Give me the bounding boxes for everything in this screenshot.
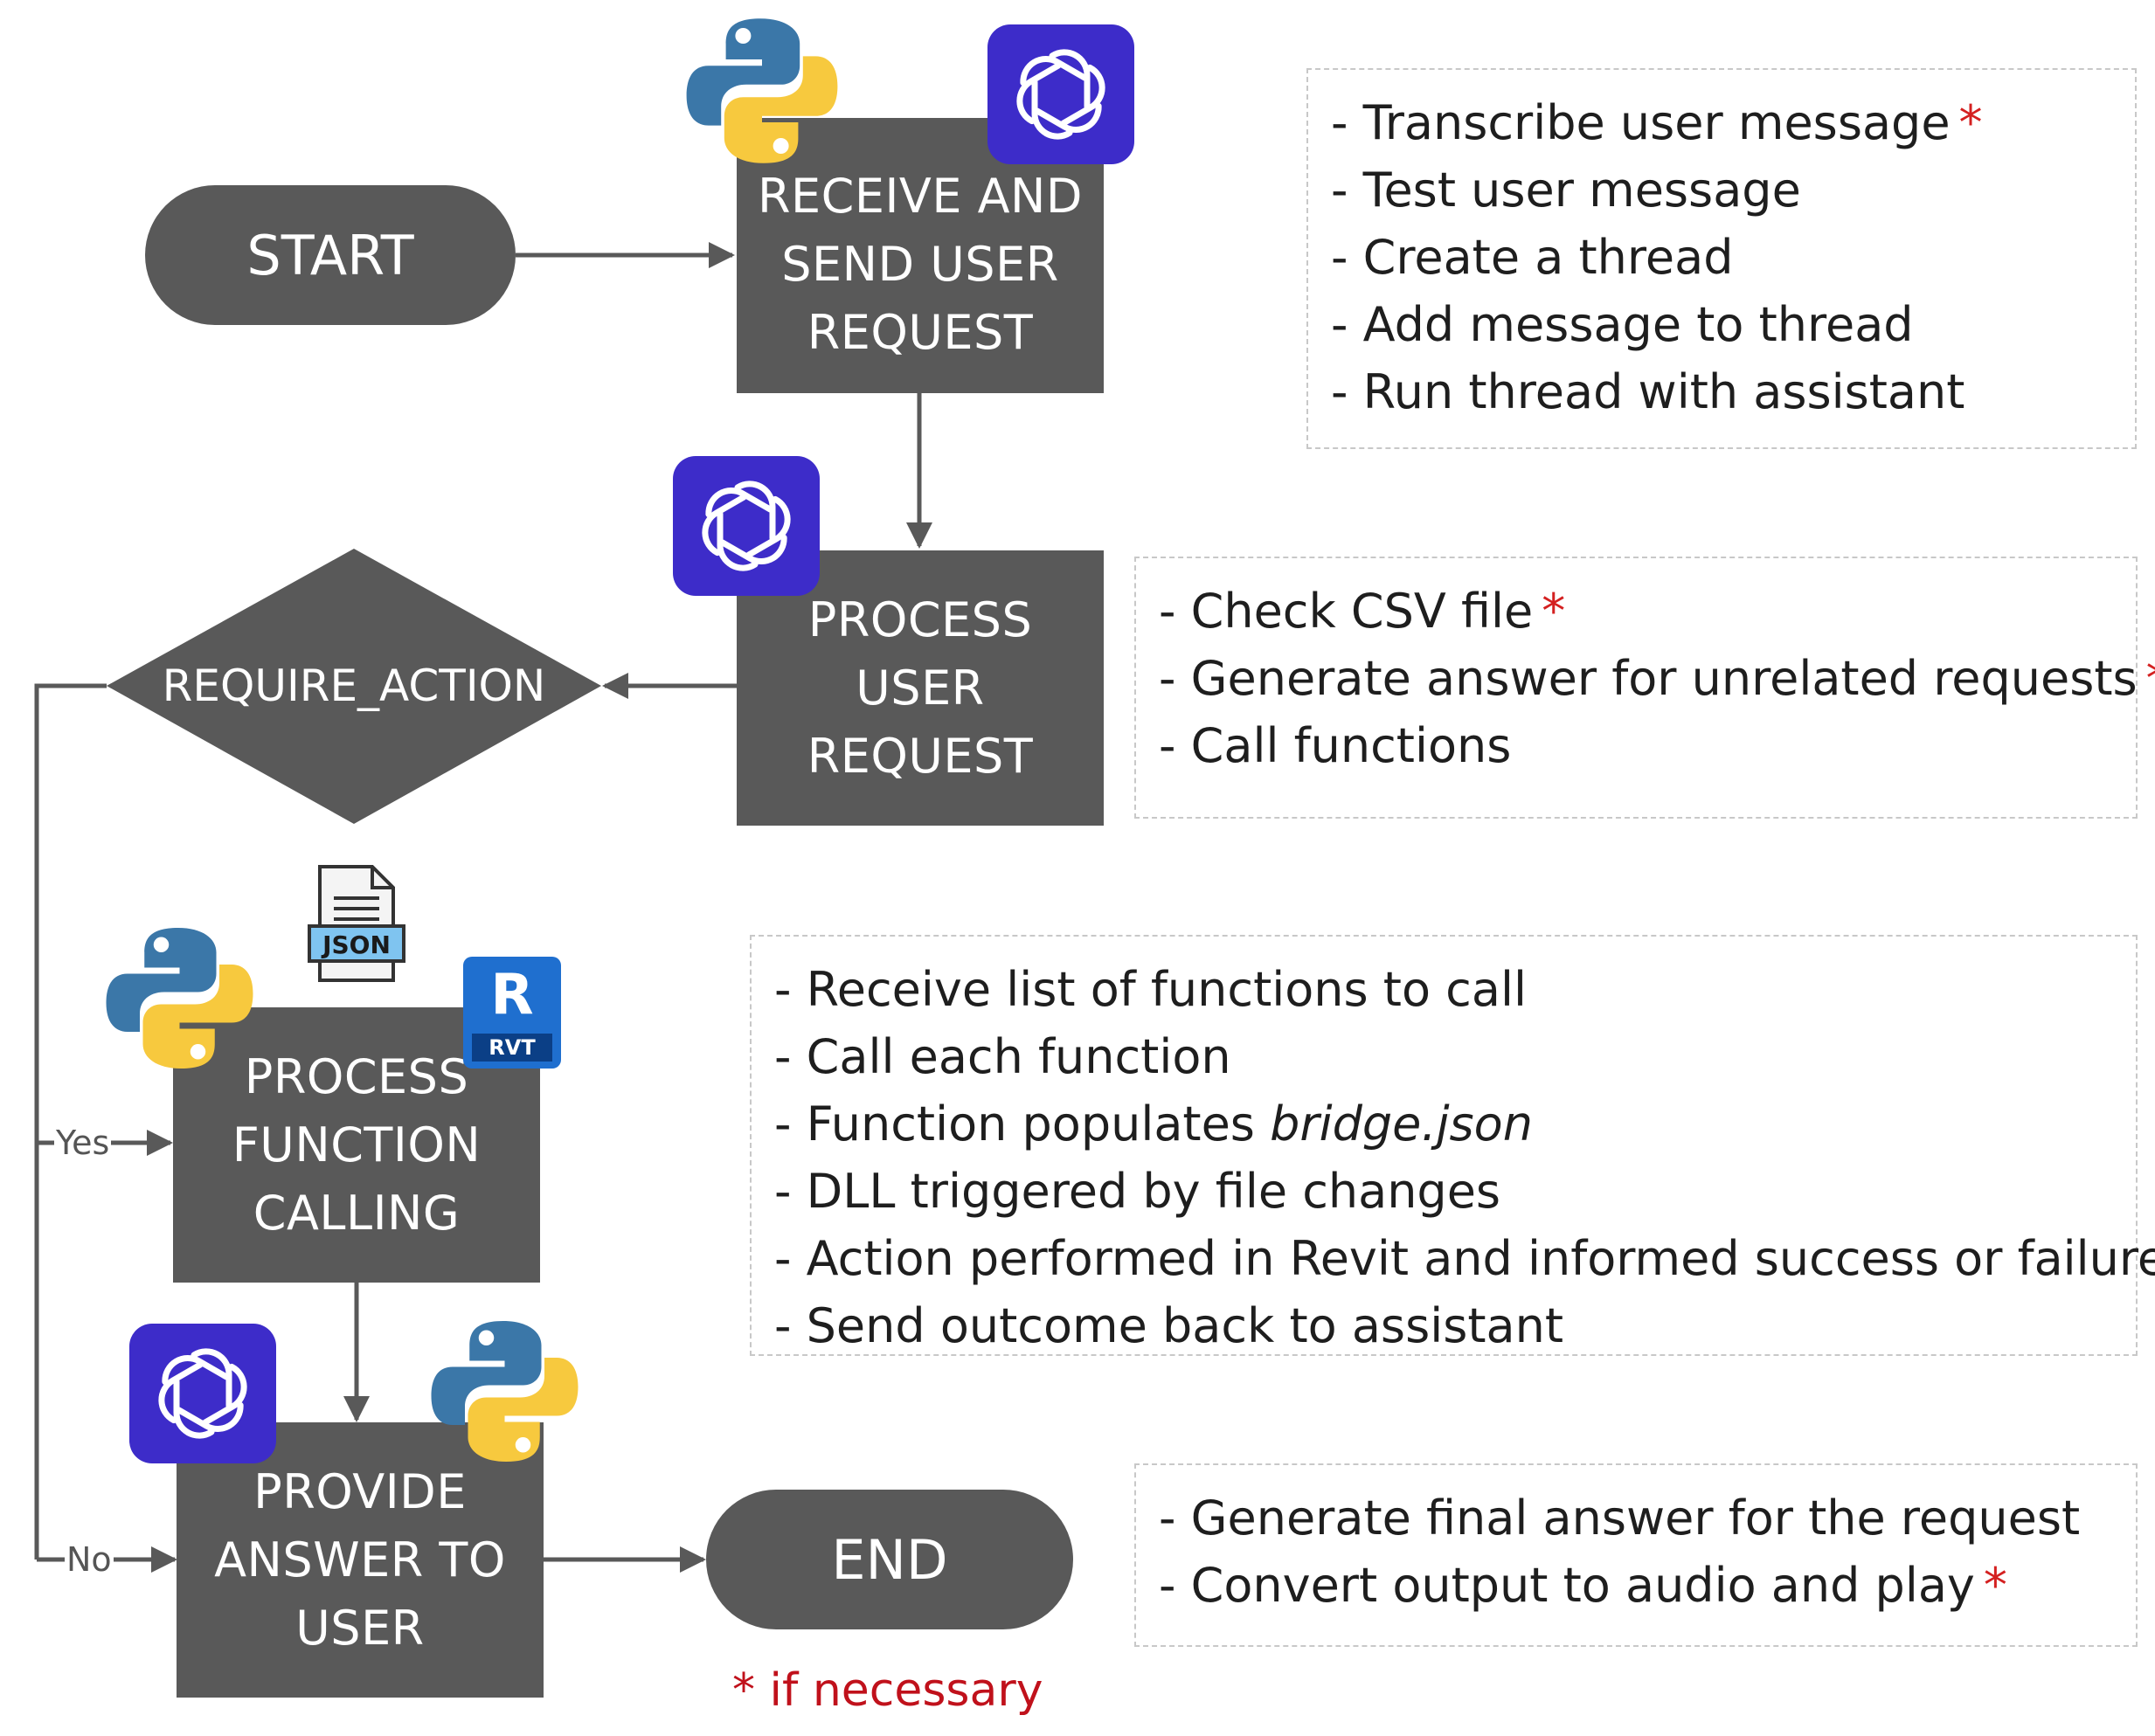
process-user-notes: - Check CSV file* - Generate answer for … [1134,557,2155,819]
process-note-item: - Check CSV file* [1159,584,1566,639]
answer-line-2: ANSWER TO [214,1532,506,1587]
function-line-3: CALLING [253,1185,461,1241]
receive-line-1: RECEIVE AND [757,168,1084,224]
receive-note-item: - Add message to thread [1331,297,1914,352]
process-note-item: - Generate answer for unrelated requests… [1159,651,2155,706]
footnote-if-necessary: * if necessary [732,1664,1043,1717]
process-user-request-node: PROCESS USER REQUEST [737,550,1104,826]
function-note-item: - Call each function [774,1029,1231,1084]
revit-badge: RVT [472,1034,552,1062]
revit-icon: R RVT [463,957,561,1069]
revit-letter: R [490,963,534,1027]
json-badge-label: JSON [322,930,391,959]
no-label: No [65,1540,114,1579]
function-line-1: PROCESS [244,1048,469,1104]
function-note-item: - Receive list of functions to call [774,962,1527,1017]
function-note-item: - Action performed in Revit and informed… [774,1231,2155,1286]
require-action-label: REQUIRE_ACTION [162,661,546,711]
process-function-calling-node: PROCESS FUNCTION CALLING [173,1007,540,1283]
end-node: END [706,1490,1073,1629]
openai-icon [987,24,1134,164]
decision-branch-line [34,683,107,1560]
receive-line-3: REQUEST [807,304,1034,360]
answer-line-1: PROVIDE [253,1463,467,1519]
receive-note-item: - Transcribe user message* [1331,95,1983,150]
function-note-item: - Send outcome back to assistant [774,1298,1563,1353]
process-user-line-1: PROCESS USER [807,591,1033,716]
start-node: START [145,185,516,325]
function-note-item: - DLL triggered by file changes [774,1164,1501,1219]
function-calling-notes: - Receive list of functions to call - Ca… [750,935,2155,1356]
answer-note-item: - Generate final answer for the request [1159,1490,2081,1546]
receive-note-item: - Run thread with assistant [1331,364,1965,419]
bridge-json-filename: bridge.json [1270,1096,1533,1152]
python-icon [686,18,838,163]
answer-note-item: - Convert output to audio and play* [1159,1558,2007,1613]
answer-notes: - Generate final answer for the request … [1134,1463,2138,1647]
receive-notes: - Transcribe user message* - Test user m… [1306,68,2137,449]
require-action-diamond [107,549,601,824]
end-label: END [831,1527,948,1592]
process-user-line-2: REQUEST [807,728,1034,784]
provide-answer-node: PROVIDE ANSWER TO USER [177,1422,544,1698]
python-icon [106,928,253,1069]
receive-note-item: - Create a thread [1331,230,1734,285]
openai-icon [673,456,820,596]
yes-label: Yes [54,1124,112,1162]
start-label: START [246,223,414,287]
receive-line-2: SEND USER [781,236,1059,292]
answer-line-3: USER [295,1600,425,1656]
python-icon [431,1321,579,1462]
process-note-item: - Call functions [1159,718,1512,773]
openai-icon [129,1324,276,1463]
json-file-icon: JSON [308,863,405,984]
receive-note-item: - Test user message [1331,163,1801,218]
function-note-item: - Function populates bridge.json [774,1096,1533,1152]
function-line-2: FUNCTION [232,1117,482,1172]
